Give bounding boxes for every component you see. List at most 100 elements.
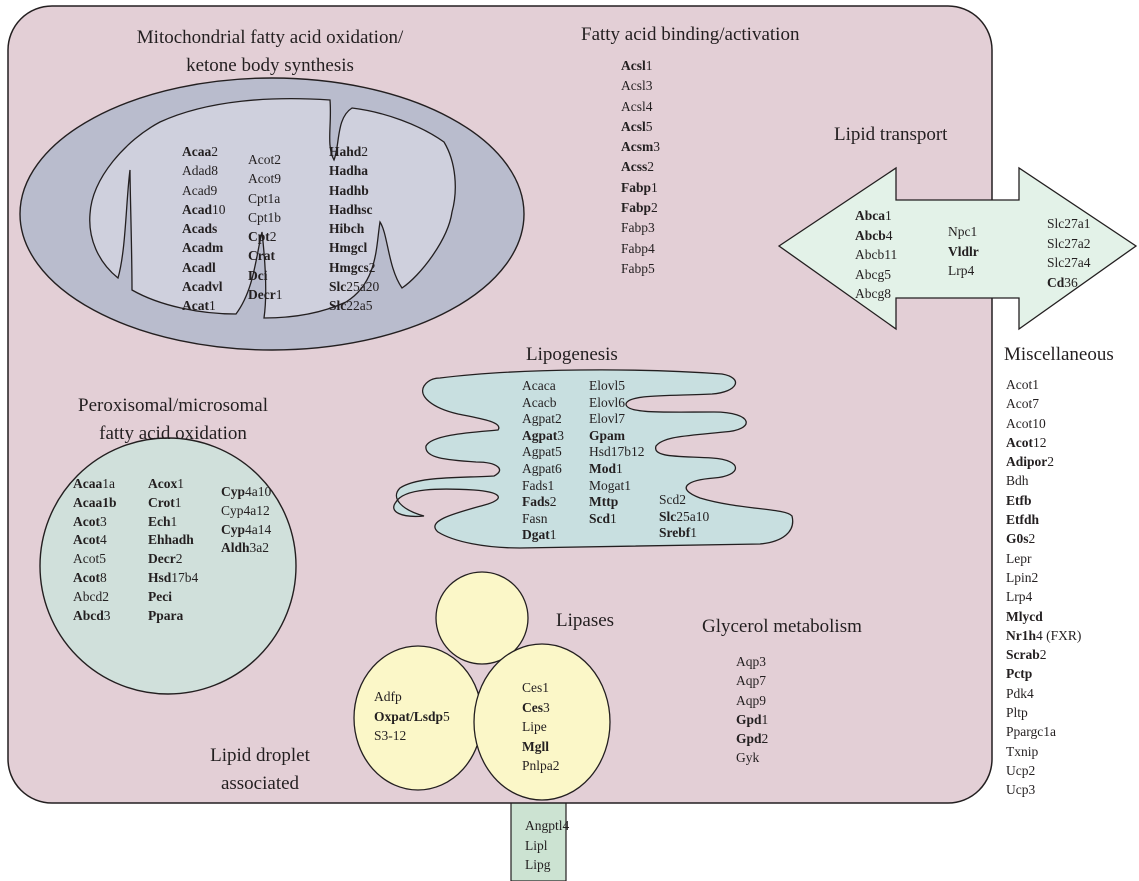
gene-label-rest: Gyk bbox=[736, 750, 760, 766]
gene-label: Acaa1b bbox=[73, 494, 117, 513]
gene-label: Hmgcs2 bbox=[329, 258, 379, 277]
gene-label-rest: Lrp4 bbox=[948, 263, 975, 278]
gene-label-bold: Acadvl bbox=[182, 279, 223, 295]
gene-label-bold: Hahd bbox=[329, 144, 362, 159]
gene-label: Acads bbox=[182, 219, 226, 238]
gene-label: Acat1 bbox=[182, 296, 226, 315]
gene-label-rest: Cyp4a12 bbox=[221, 502, 270, 518]
gene-label-bold: Acot bbox=[1006, 434, 1033, 450]
gene-label: Nr1h4 (FXR) bbox=[1006, 626, 1081, 645]
gene-label-bold: Scrab bbox=[1006, 647, 1040, 663]
gene-label: Gpd1 bbox=[736, 710, 768, 729]
gene-label-rest: Agpat2 bbox=[522, 411, 562, 427]
gene-label-rest: 4 (FXR) bbox=[1036, 627, 1082, 643]
gene-label: Lpin2 bbox=[1006, 568, 1081, 587]
gene-label: Agpat3 bbox=[522, 428, 564, 445]
gene-label: Agpat2 bbox=[522, 411, 564, 428]
gene-label-bold: Vldlr bbox=[948, 243, 979, 259]
gene-label: G0s2 bbox=[1006, 529, 1081, 548]
mitochondrial-title-line1: Mitochondrial fatty acid oxidation/ bbox=[136, 27, 404, 48]
gene-label: Cyp4a10 bbox=[221, 483, 271, 502]
gene-label: Etfb bbox=[1006, 491, 1081, 510]
gene-label: Abca1 bbox=[855, 206, 897, 226]
gene-label: Etfdh bbox=[1006, 510, 1081, 529]
gene-label-bold: Gpd bbox=[736, 711, 762, 727]
gene-label-bold: Decr bbox=[248, 287, 276, 303]
gene-label: Pctp bbox=[1006, 664, 1081, 683]
gene-label: Acacb bbox=[522, 395, 564, 412]
gene-label-rest: 3 bbox=[543, 699, 550, 715]
gene-label: Acaca bbox=[522, 378, 564, 395]
gene-label-bold: Etfb bbox=[1006, 492, 1032, 508]
gene-label: Pdk4 bbox=[1006, 684, 1081, 703]
gene-label: Acss2 bbox=[621, 157, 660, 177]
gene-label-rest: Acot5 bbox=[73, 551, 106, 567]
gene-label: Cpt2 bbox=[248, 227, 282, 246]
gene-label-rest: Adfp bbox=[374, 689, 402, 704]
gene-label-rest: 3a2 bbox=[249, 540, 270, 556]
gene-label: Hibch bbox=[329, 219, 379, 238]
gene-label-rest: 2 bbox=[368, 259, 376, 275]
gene-label: Npc1 bbox=[948, 222, 979, 242]
gene-label-rest: 3 bbox=[100, 513, 107, 529]
gene-label: Hsd17b12 bbox=[589, 444, 645, 461]
gene-label-rest: 2 bbox=[651, 200, 658, 216]
gene-label: Abcd2 bbox=[73, 588, 117, 607]
gene-label-rest: Mogat1 bbox=[589, 477, 631, 493]
gene-label-bold: Cyp bbox=[221, 484, 246, 499]
gene-label-rest: Agpat5 bbox=[522, 444, 562, 460]
gene-label: Ehhadh bbox=[148, 531, 198, 550]
gene-label: Lepr bbox=[1006, 549, 1081, 568]
gene-label-bold: Acox bbox=[148, 476, 178, 491]
gene-label-rest: Npc1 bbox=[948, 224, 978, 239]
gene-label-bold: Abcd bbox=[73, 607, 104, 623]
gene-label: Pnlpa2 bbox=[522, 756, 560, 776]
gene-label-rest: Fads1 bbox=[522, 477, 555, 493]
gene-label: Hahd2 bbox=[329, 142, 379, 161]
gene-label: Lrp4 bbox=[948, 261, 979, 281]
gene-label-rest: 1 bbox=[690, 525, 698, 541]
lipid-droplet-small bbox=[435, 571, 529, 665]
gene-label-rest: 1 bbox=[616, 460, 623, 476]
gene-label-rest: Slc27a2 bbox=[1047, 235, 1091, 251]
gene-label-rest: Lepr bbox=[1006, 550, 1032, 566]
gene-label-rest: 2 bbox=[269, 229, 277, 245]
gene-label-bold: Acadm bbox=[182, 240, 224, 256]
gene-label-rest: Slc27a1 bbox=[1047, 216, 1091, 231]
gene-label-rest: Angptl4 bbox=[525, 818, 570, 833]
gene-label-rest: Hsd17b12 bbox=[589, 444, 645, 460]
gene-label: Cpt1a bbox=[248, 189, 282, 208]
gene-label: Abcg8 bbox=[855, 284, 897, 304]
gene-label: Angptl4 bbox=[525, 816, 569, 836]
gene-label-bold: Fabp bbox=[621, 200, 652, 216]
gene-label: Cd36 bbox=[1047, 273, 1091, 293]
gene-label: S3-12 bbox=[374, 726, 450, 746]
gene-label-bold: Crat bbox=[248, 248, 275, 264]
gene-label-rest: Acacb bbox=[522, 394, 557, 410]
gene-label-bold: Acss bbox=[621, 159, 648, 175]
gene-label-rest: 1 bbox=[170, 513, 178, 529]
gene-label-bold: G0s bbox=[1006, 531, 1029, 547]
gene-label: Elovl7 bbox=[589, 411, 645, 428]
gene-label-rest: Ucp3 bbox=[1006, 782, 1036, 798]
gene-label: Fabp3 bbox=[621, 218, 660, 238]
gene-label: Lipg bbox=[525, 855, 569, 875]
gene-label-rest: Txnip bbox=[1006, 743, 1039, 759]
gene-label-rest: 1 bbox=[177, 476, 184, 491]
gene-label-rest: Elovl6 bbox=[589, 394, 625, 410]
gene-label: Agpat6 bbox=[522, 461, 564, 478]
gene-label-bold: Mttp bbox=[589, 494, 619, 510]
gene-label-bold: Acaa bbox=[73, 476, 103, 491]
gene-label: Acad10 bbox=[182, 200, 226, 219]
gene-label-bold: Acads bbox=[182, 221, 218, 237]
gene-label-bold: Acaa1b bbox=[73, 494, 117, 510]
gene-label-rest: Acot7 bbox=[1006, 396, 1039, 412]
